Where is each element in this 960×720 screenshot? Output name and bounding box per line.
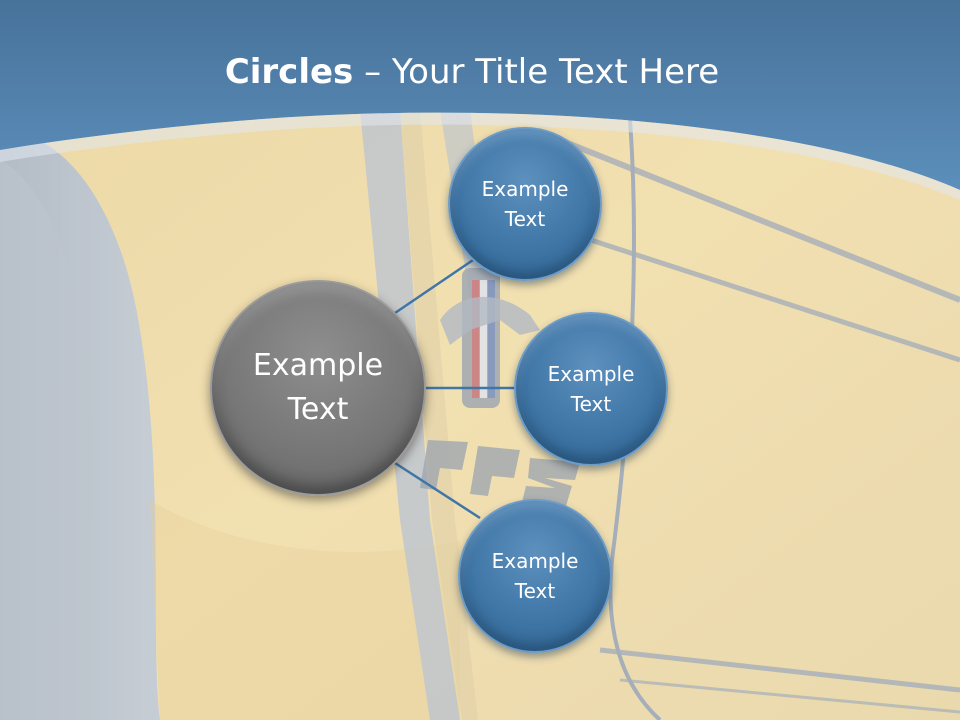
center-circle-label: Example Text: [252, 348, 384, 427]
node-circle-label: Example Text: [547, 362, 635, 416]
center-circle: Example Text: [210, 280, 426, 496]
title-rest: – Your Title Text Here: [353, 52, 720, 92]
node-circle-top: Example Text: [448, 127, 602, 281]
title-bold: Circles: [224, 52, 354, 92]
connector-top: [394, 256, 477, 315]
header-band: [0, 0, 960, 190]
slide-title: Circles – Your Title Text Here: [0, 52, 944, 92]
node-circle-label: Example Text: [491, 549, 579, 603]
connector-lines: [394, 256, 516, 520]
node-circle-bottom: Example Text: [458, 499, 612, 653]
car-lettering: [420, 440, 580, 506]
node-circle-middle: Example Text: [514, 312, 668, 466]
node-circle-label: Example Text: [481, 177, 569, 231]
connector-bottom: [394, 461, 481, 520]
